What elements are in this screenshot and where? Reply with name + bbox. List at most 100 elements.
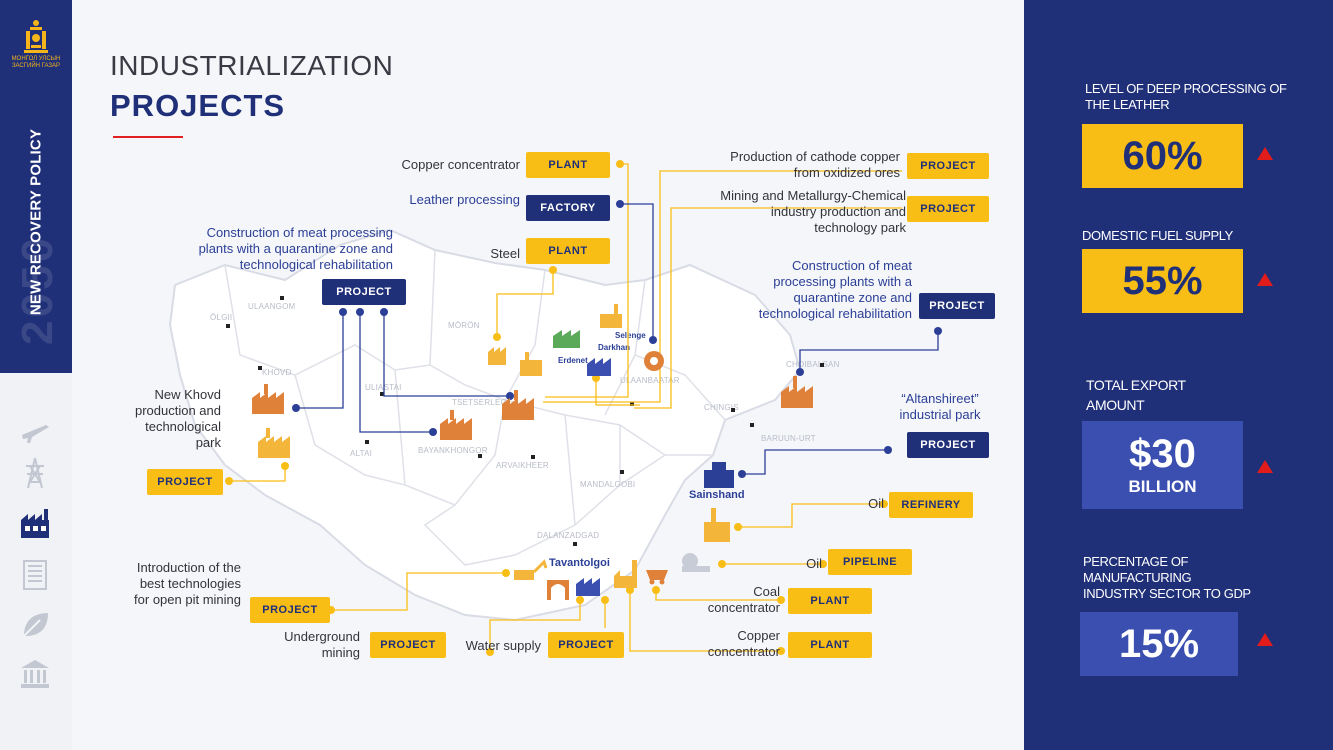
steel-plant-badge[interactable]: PLANT [526,238,610,264]
oil-refinery-icon [704,508,730,542]
open-pit-project-badge[interactable]: PROJECT [250,597,330,623]
logo-text-line1: МОНГОЛ УЛСЫН [11,56,61,62]
map-icons-layer [252,304,813,600]
coal-concentrator-plant-badge[interactable]: PLANT [788,588,872,614]
city-uliastai: ULIASTAI [365,383,402,392]
label-altanshireet-line2: industrial park [899,407,981,422]
label-open-pit: Introduction of the best technologies fo… [100,560,241,608]
stat-manufacturing-label-line1: PERCENTAGE OF [1083,554,1189,569]
label-cathode-line1: Production of cathode copper [730,149,900,164]
city-sainshand: Sainshand [689,489,745,501]
label-underground-line1: Underground [284,629,360,644]
industrial-park-icon-sainshand [704,462,734,488]
label-oil-refinery: Oil [868,496,884,511]
label-altanshireet: “Altanshireet” industrial park [880,391,1000,423]
label-khovd-line2: production and [134,403,221,418]
factory-icon[interactable] [18,506,52,540]
city-tavantolgoi: Tavantolgoi [549,557,610,569]
city-arvaikheer: ARVAIKHEER [496,461,549,470]
stat-manufacturing-label: PERCENTAGE OF MANUFACTURING INDUSTRY SEC… [1083,554,1313,602]
city-marker [731,408,735,412]
logo-text-line2: ЗАСГИЙН ГАЗАР [11,63,61,69]
city-darkhan: Darkhan [598,343,631,352]
leather-factory-icon [644,351,664,371]
factory-icon-choibalsan [781,376,813,408]
label-underground-line2: mining [321,645,360,660]
excavator-icon [514,559,548,580]
plant-icon-darkhan [600,304,622,328]
city-marker [226,324,230,328]
mongolia-map [168,228,802,622]
factory-icon-altai [440,410,472,440]
label-open-pit-line2: best technologies [139,576,241,591]
power-tower-icon[interactable] [18,456,52,490]
leather-factory-badge[interactable]: FACTORY [526,195,610,221]
label-mining-metallurgy: Mining and Metallurgy-Chemical industry … [680,188,906,236]
copper-concentrator-bottom-plant-badge[interactable]: PLANT [788,632,872,658]
city-moron: MÖRÖN [448,321,480,330]
label-meat-west-line3: technological rehabilitation [239,257,393,272]
page-subtitle: PROJECTS [110,88,286,123]
bank-icon[interactable] [18,657,52,691]
label-cathode-copper: Production of cathode copper from oxidiz… [680,149,900,181]
label-copper-bottom-line2: concentrator [707,644,780,659]
altanshireet-project-badge[interactable]: PROJECT [907,432,989,458]
stat-leather-label-line1: LEVEL OF DEEP PROCESSING OF [1085,81,1287,96]
coal-cart-icon [646,570,668,585]
leaf-icon[interactable] [18,608,52,642]
city-tsetserleg: TSETSERLEG [452,398,507,407]
plant-icon-erdenet [520,352,542,376]
khovd-project-badge[interactable]: PROJECT [147,469,223,495]
underground-mining-project-badge[interactable]: PROJECT [370,632,446,658]
city-khovd: KHOVD [262,368,292,377]
label-oil-pipeline: Oil [806,556,822,571]
label-meat-east-line4: technological rehabilitation [758,306,912,321]
label-coal-concentrator: Coal concentrator [680,584,780,616]
label-copper-concentrator-bottom: Copper concentrator [680,628,780,660]
oil-pipeline-badge[interactable]: PIPELINE [828,549,912,575]
city-baruun-urt: BARUUN-URT [761,434,816,443]
city-erdenet: Erdenet [558,356,588,365]
label-mining-line3: technology park [814,220,906,235]
label-meat-east-line1: Construction of meat [792,258,912,273]
copper-concentrator-plant-badge[interactable]: PLANT [526,152,610,178]
label-khovd-line4: park [195,435,221,450]
factory-icon-darkhan-blue [587,358,611,376]
city-marker [280,296,284,300]
oil-refinery-badge[interactable]: REFINERY [889,492,973,518]
label-open-pit-line3: for open pit mining [134,592,241,607]
city-dalanzadgad: DALANZADGAD [537,531,600,540]
label-khovd-line3: technological [145,419,221,434]
city-olgii: ÖLGII [210,313,233,322]
city-altai: ALTAI [350,449,373,458]
building-icon[interactable] [18,557,52,591]
label-steel: Steel [490,246,520,261]
label-coal-line1: Coal [753,584,780,599]
underground-mining-icon [547,580,569,600]
water-supply-icon [576,578,600,596]
mining-metallurgy-project-badge[interactable]: PROJECT [907,196,989,222]
label-mining-line1: Mining and Metallurgy-Chemical [720,188,906,203]
meat-processing-west-project-badge[interactable]: PROJECT [322,279,406,305]
factory-icon-tsetserleg [502,390,534,420]
stat-export-label: TOTAL EXPORT AMOUNT [1086,375,1286,415]
city-ulaanbaatar: ULAANBAATAR [620,376,680,385]
stat-export-value: $30 [1129,432,1196,476]
airplane-icon[interactable] [18,415,52,449]
label-khovd-line1: New Khovd [154,387,221,402]
trend-up-icon [1257,460,1273,473]
label-leather-processing: Leather processing [409,192,520,207]
city-chinggis: CHINGIS [704,403,739,412]
label-mining-line2: industry production and [770,204,906,219]
label-water-supply: Water supply [465,638,541,653]
city-ulaangom: ULAANGOM [248,302,296,311]
cathode-copper-project-badge[interactable]: PROJECT [907,153,989,179]
meat-processing-east-project-badge[interactable]: PROJECT [919,293,995,319]
label-altanshireet-line1: “Altanshireet” [901,391,979,406]
stat-export-label-line1: TOTAL EXPORT [1086,377,1186,393]
city-choibalsan: CHOIBALSAN [786,360,840,369]
water-supply-project-badge[interactable]: PROJECT [548,632,624,658]
city-marker [531,455,535,459]
trend-up-icon [1257,633,1273,646]
stat-fuel-label: DOMESTIC FUEL SUPPLY [1082,228,1233,243]
